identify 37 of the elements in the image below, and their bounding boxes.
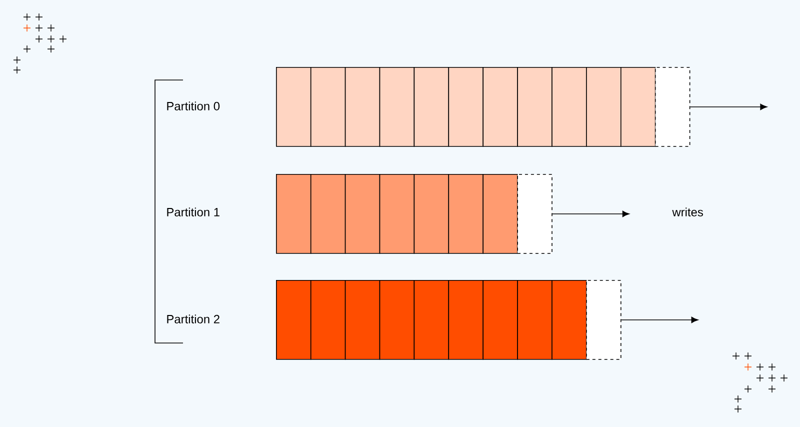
log-cell: [379, 67, 415, 147]
log-cell: [482, 280, 518, 360]
log-cell: [448, 67, 484, 147]
log-cell: [344, 174, 380, 254]
arrow: [552, 210, 630, 218]
empty-slot: [517, 174, 552, 254]
log-cell: [310, 174, 346, 254]
log-cell: [414, 67, 450, 147]
arrow: [690, 104, 768, 110]
log-cell: [414, 280, 450, 360]
log-cell: [310, 67, 346, 147]
log-cell: [552, 280, 587, 360]
log-cell: [379, 280, 415, 360]
log-cell: [448, 280, 484, 360]
log-cell: [276, 280, 312, 360]
log-cell: [310, 280, 346, 360]
text-label: writes: [672, 208, 703, 216]
log-cell: [482, 174, 518, 254]
partition-label: Partition 2: [167, 314, 220, 324]
log-cell: [414, 174, 450, 254]
log-cell: [448, 174, 484, 254]
log-cell: [482, 67, 518, 147]
log-cell: [344, 280, 380, 360]
arrow: [620, 316, 698, 324]
log-cell: [276, 67, 312, 147]
partition-label: Partition 0: [167, 102, 220, 110]
empty-slot: [654, 67, 690, 147]
log-cell: [517, 67, 552, 147]
log-cell: [276, 174, 312, 254]
log-cell: [552, 67, 587, 147]
log-cell: [620, 67, 656, 147]
log-cell: [344, 67, 380, 147]
log-cell: [586, 67, 622, 147]
partition-label: Partition 1: [167, 208, 220, 216]
empty-slot: [586, 280, 622, 360]
log-cell: [517, 280, 552, 360]
log-cell: [379, 174, 415, 254]
